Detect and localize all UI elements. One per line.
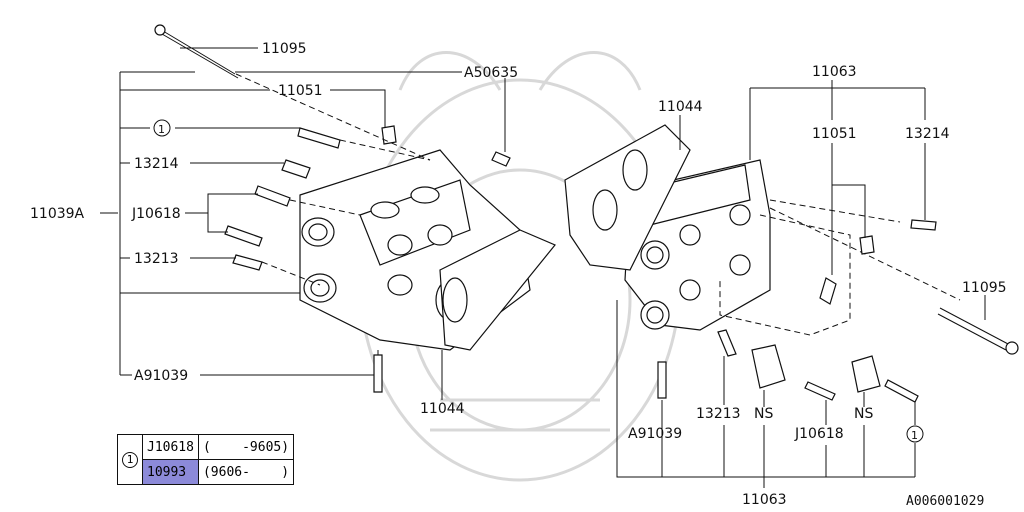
label-13213-left: 13213 [134, 251, 179, 267]
head-gasket-left [439, 229, 556, 351]
label-A50635: A50635 [464, 65, 518, 81]
label-11044-left: 11044 [420, 401, 465, 417]
cap-11051-right-a [859, 235, 875, 255]
label-circle1-right: 1 [911, 429, 918, 442]
label-11063-top: 11063 [812, 64, 857, 80]
label-11044-right: 11044 [658, 99, 703, 115]
bolt-circle1-left [297, 127, 341, 149]
label-11051-left: 11051 [278, 83, 323, 99]
label-circle1-left: 1 [158, 123, 165, 136]
stud-A91039-right [657, 361, 667, 399]
bolt-11095-right [937, 307, 1019, 355]
label-13214-right: 13214 [905, 126, 950, 142]
label-11039A: 11039A [30, 206, 85, 222]
label-11051-right: 11051 [812, 126, 857, 142]
leader-lines-left [100, 47, 506, 400]
plug-13214-right [910, 219, 937, 231]
label-NS-2: NS [854, 406, 873, 422]
cap-11051-right-b [819, 277, 837, 305]
plug-13214-left [281, 159, 311, 179]
label-13214-left: 13214 [134, 156, 179, 172]
cap-NS-2 [851, 355, 881, 393]
label-11063-bottom: 11063 [742, 492, 787, 508]
label-J10618-left: J10618 [131, 206, 181, 222]
table-marker-cell: 1 [117, 434, 143, 485]
plug-13213-left [232, 254, 263, 271]
circle-marker-left [153, 119, 171, 137]
label-A91039-left: A91039 [134, 368, 188, 384]
circle-marker-right [906, 425, 924, 443]
bolt-J10618-right [804, 381, 836, 401]
cap-NS-1 [751, 344, 786, 389]
label-13213-right: 13213 [696, 406, 741, 422]
bolt-J10618-left-a [254, 185, 291, 207]
label-A91039-right: A91039 [628, 426, 682, 442]
bolt-A50635 [491, 151, 511, 167]
table-row: 10993 (9606- ) [118, 459, 295, 485]
table-range-cell: ( -9605) [197, 434, 295, 460]
diagram-id: A006001029 [906, 494, 985, 509]
table-range-cell: (9606- ) [197, 459, 295, 485]
head-gasket-right [564, 124, 691, 271]
cap-11051-left [381, 125, 397, 145]
plug-13213-right [717, 329, 737, 357]
table-part-cell-highlighted[interactable]: 10993 [142, 459, 199, 485]
bolt-11095-left [154, 24, 239, 79]
label-11095-right: 11095 [962, 280, 1007, 296]
table-row: 1 J10618 ( -9605) [117, 434, 295, 485]
label-NS-1: NS [754, 406, 773, 422]
table-part-cell: J10618 [142, 434, 199, 460]
bolt-circle1-right [884, 379, 919, 403]
applicability-table: 1 J10618 ( -9605) 10993 (9606- ) [117, 434, 295, 485]
label-J10618-right: J10618 [794, 426, 844, 442]
circle-marker-table: 1 [122, 451, 138, 468]
stud-A91039-left [373, 354, 383, 393]
bolt-J10618-left-b [224, 225, 263, 247]
label-11095-top: 11095 [262, 41, 307, 57]
leader-lines-right [616, 80, 986, 488]
